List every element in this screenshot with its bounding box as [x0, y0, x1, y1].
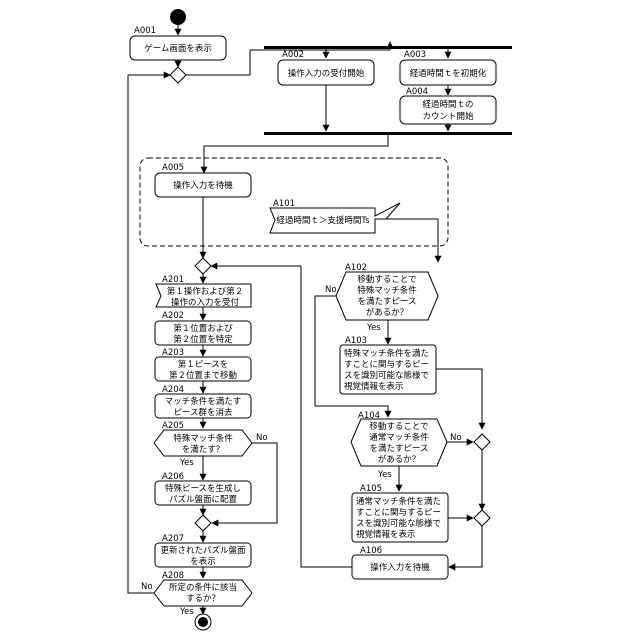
node-id: A202 [162, 311, 184, 321]
node-label: ピース群を消去 [173, 407, 233, 418]
node-id: A002 [282, 50, 304, 60]
node-label: するか？ [186, 594, 220, 604]
node-id: A003 [404, 50, 426, 60]
node-a101: A101 経過時間ｔ＞支援時間Ts [270, 199, 400, 233]
node-label: 操作入力の受付開始 [288, 68, 365, 79]
node-a103: A103 特殊マッチ条件を満た すことに関与するピー スを識別可能な態様で 視覚… [340, 336, 436, 394]
merge-diamond-right-lower [474, 510, 490, 526]
merge-diamond-a207 [195, 515, 211, 531]
node-label: 操作入力を待機 [370, 562, 430, 573]
node-label: パズル盤面に配置 [169, 494, 238, 505]
node-a005: A005 操作入力を待機 [155, 163, 251, 197]
node-label: を満たすピース [369, 444, 428, 454]
merge-diamond-a201 [195, 258, 211, 274]
node-label: 視覚情報を表示 [356, 529, 416, 540]
node-label: があるか？ [366, 307, 409, 318]
yes-label: Yes [179, 458, 194, 468]
node-label: 更新されたパズル盤面 [160, 545, 246, 556]
node-label: 経過時間ｔを初期化 [410, 68, 487, 79]
no-label: No [256, 433, 268, 443]
node-label: すことに関与するピー [344, 360, 429, 370]
node-label: すことに関与するピー [356, 508, 441, 518]
yes-label: Yes [179, 607, 194, 617]
node-label: を満たす？ [182, 445, 225, 455]
no-label: No [325, 285, 337, 295]
node-a106: A106 操作入力を待機 [352, 546, 448, 579]
node-label: 第１操作および第２ [167, 286, 244, 297]
node-label: 通常マッチ条件 [369, 432, 429, 443]
no-label: No [141, 582, 153, 592]
node-label: 特殊ピースを生成し [165, 483, 241, 494]
node-label: 操作入力を待機 [173, 180, 233, 191]
join-bar [264, 132, 512, 135]
node-label: 第１ピースを [178, 359, 229, 370]
yes-label: Yes [366, 323, 381, 333]
node-label: 所定の条件に該当 [169, 582, 237, 593]
fork-bar [264, 46, 512, 49]
node-a102: A102 移動することで 特殊マッチ条件 を満たすピース があるか？ [336, 263, 438, 320]
node-label: マッチ条件を満たす [165, 396, 242, 407]
yes-label: Yes [377, 470, 392, 480]
node-label: 特殊マッチ条件 [357, 285, 417, 296]
node-label: 移動することで [369, 421, 428, 432]
merge-diamond-right-upper [474, 434, 490, 450]
merge-diamond-top [170, 67, 186, 83]
node-a105: A105 通常マッチ条件を満た すことに関与するピー スを識別可能な態様で 視覚… [352, 484, 448, 542]
node-label: 特殊マッチ条件 [173, 433, 233, 444]
node-label: 第１位置および [173, 323, 233, 334]
node-label: 視覚情報を表示 [344, 381, 404, 392]
node-label: 経過時間ｔの [422, 99, 473, 110]
node-label: を表示 [190, 556, 216, 567]
node-id: A001 [134, 26, 156, 36]
node-label: 第２位置まで移動 [169, 370, 237, 381]
node-id: A005 [162, 163, 184, 173]
node-label: 特殊マッチ条件を満た [344, 348, 429, 359]
node-label: 第２位置を特定 [173, 334, 233, 345]
node-label: 移動することで [357, 274, 416, 285]
node-label: ゲーム画面を表示 [144, 43, 212, 54]
node-label: があるか？ [378, 454, 421, 465]
node-label: スを識別可能な態様で [356, 518, 441, 529]
node-label: 経過時間ｔ＞支援時間Ts [276, 215, 370, 226]
node-label: スを識別可能な態様で [344, 370, 429, 381]
node-label: 操作の入力を受付 [171, 297, 240, 308]
start-node [170, 9, 186, 25]
node-label: カウント開始 [422, 111, 474, 122]
node-label: 通常マッチ条件を満た [356, 496, 441, 507]
end-node [195, 614, 211, 630]
node-label: を満たすピース [357, 297, 416, 307]
node-a104: A104 移動することで 通常マッチ条件 を満たすピース があるか？ [351, 411, 447, 466]
